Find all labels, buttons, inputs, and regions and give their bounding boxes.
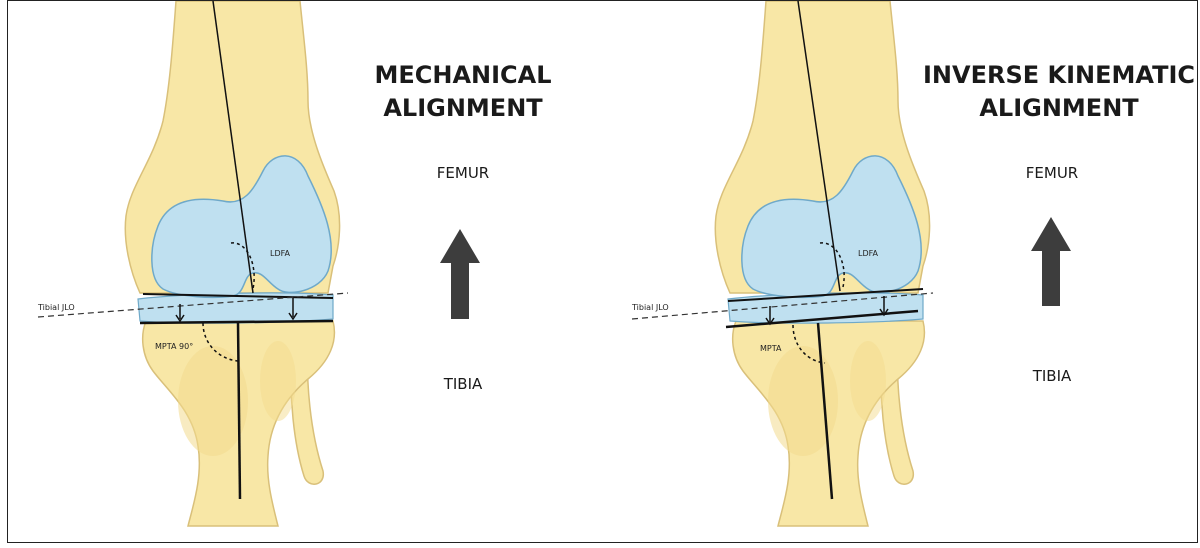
right-knee-illustration xyxy=(715,1,929,526)
right-panel: LDFA MPTA Tibial JLO INVERSE KINEMATIC A… xyxy=(631,1,1195,526)
right-ldfa-label: LDFA xyxy=(858,249,878,258)
left-panel: LDFA MPTA 90° Tibial JLO MECHANICAL ALIG… xyxy=(37,1,552,526)
right-up-arrow xyxy=(1031,217,1071,306)
left-mpta-label: MPTA 90° xyxy=(155,342,193,351)
left-femur-label: FEMUR xyxy=(437,164,489,182)
figure-frame: LDFA MPTA 90° Tibial JLO MECHANICAL ALIG… xyxy=(7,0,1198,543)
left-ldfa-label: LDFA xyxy=(270,249,290,258)
left-tibia-label: TIBIA xyxy=(443,375,483,393)
right-title-line1: INVERSE KINEMATIC xyxy=(923,61,1195,89)
right-tibial-jlo-label: Tibial JLO xyxy=(631,303,669,312)
left-up-arrow xyxy=(440,229,480,319)
left-title-line2: ALIGNMENT xyxy=(383,94,543,122)
right-mpta-label: MPTA xyxy=(760,344,782,353)
right-femur-label: FEMUR xyxy=(1026,164,1078,182)
left-tibial-jlo-label: Tibial JLO xyxy=(37,303,75,312)
right-tibia-label: TIBIA xyxy=(1032,367,1072,385)
left-title-line1: MECHANICAL xyxy=(374,61,551,89)
right-title-line2: ALIGNMENT xyxy=(979,94,1139,122)
left-knee-illustration xyxy=(125,1,339,526)
diagram-canvas: LDFA MPTA 90° Tibial JLO MECHANICAL ALIG… xyxy=(8,1,1199,544)
